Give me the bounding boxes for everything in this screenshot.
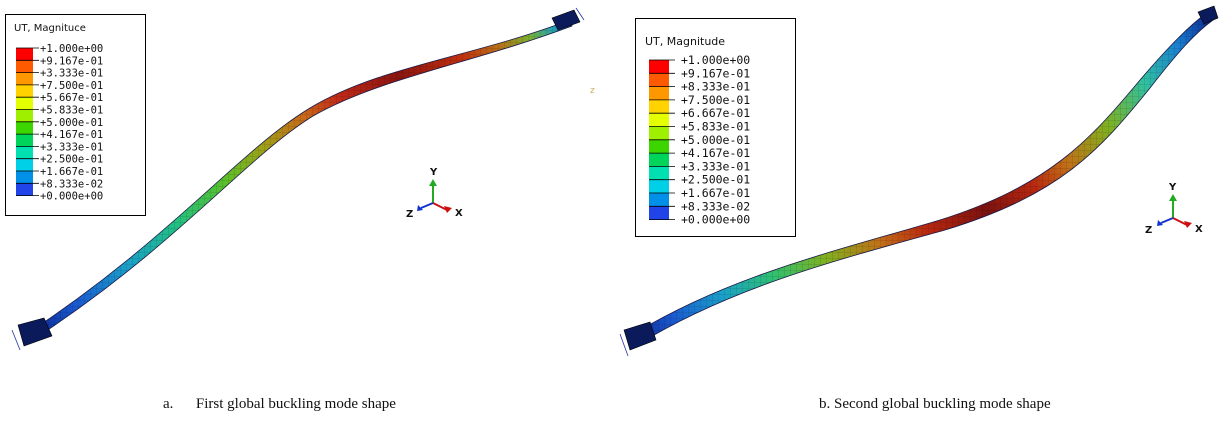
legend-swatch [16,109,33,122]
legend-label: +2.500e-01 [40,154,103,166]
beam-boundary-line-bottom [11,329,21,351]
legend-swatch [649,139,669,154]
legend-title: UT, Magnitude [645,35,726,48]
legend-label: +7.500e-01 [40,80,103,92]
legend-swatch [16,183,33,196]
legend-swatch [649,73,669,87]
caption-first-mode: a. First global buckling mode shape [163,396,396,412]
beam-end-cap-bottom [17,317,53,347]
legend-label: +1.667e-01 [681,186,750,200]
legend-swatch [16,121,33,135]
legend-label: +1.667e-01 [40,166,103,178]
legend-swatch [649,153,669,167]
legend-swatch [16,48,33,61]
legend-swatch [16,72,33,85]
beam-end-cap-bottom [623,321,657,351]
caption-second-mode: b. Second global buckling mode shape [819,396,1051,412]
legend-label: +3.333e-01 [40,68,103,80]
legend-label: +9.167e-01 [681,66,750,80]
legend-swatch [649,179,669,193]
stray-axis-label: z [590,86,595,96]
legend-swatch [649,166,669,180]
legend-label: +1.000e+00 [40,43,103,55]
legend-title: UT, Magnituce [14,23,86,34]
legend-label: +8.333e-02 [681,199,750,213]
legend-scale: +1.000e+00+9.167e-01+3.333e-01+7.500e-01… [16,43,103,203]
beam-boundary-line-top [575,7,585,21]
panel-second-mode: UT, Magnitude +1.000e+00+9.167e-01+8.333… [610,0,1219,421]
beam-contour-plot [11,7,585,351]
legend-swatch [16,146,33,159]
legend-swatch [649,193,669,207]
beam-mesh-overlay [632,12,1213,345]
contour-legend: UT, Magnitude +1.000e+00+9.167e-01+8.333… [635,18,796,237]
legend-swatch [649,60,669,74]
legend-label: +5.667e-01 [40,92,103,104]
legend-swatch [16,97,33,110]
legend-label: +2.500e-01 [681,173,750,187]
legend-label: +3.333e-01 [681,159,750,173]
legend-label: +4.167e-01 [681,146,750,160]
legend-swatch [649,99,669,114]
legend-label: +9.167e-01 [40,55,103,67]
legend-swatch [649,126,669,140]
beam-boundary-line-bottom [619,333,629,357]
legend-label: +7.500e-01 [681,93,750,107]
legend-label: +5.000e-01 [681,133,750,147]
legend-swatch [16,158,33,171]
panel-first-mode: UT, Magnituce +1.000e+00+9.167e-01+3.333… [0,0,600,421]
legend-label: +8.333e-01 [681,80,750,94]
legend-label: +5.833e-01 [681,120,750,134]
legend-label: +3.333e-01 [40,141,103,153]
beam-contour-plot [619,5,1219,357]
legend-label: +0.000e+00 [681,213,750,227]
beam-end-cap-top [551,9,581,31]
legend-label: +8.333e-02 [40,178,103,190]
beam-end-cap-top [1197,5,1219,25]
legend-swatch [16,60,33,73]
legend-swatch [649,113,669,127]
legend-label: +4.167e-01 [40,129,103,141]
legend-swatch [649,86,669,100]
legend-swatch [16,84,33,98]
legend-swatch [16,134,33,147]
legend-scale: +1.000e+00+9.167e-01+8.333e-01+7.500e-01… [649,53,750,227]
legend-label: +5.000e-01 [40,117,103,129]
legend-label: +5.833e-01 [40,105,103,117]
legend-swatch [16,171,33,184]
legend-label: +0.000e+00 [40,191,103,203]
legend-label: +6.667e-01 [681,106,750,120]
contour-legend: UT, Magnituce +1.000e+00+9.167e-01+3.333… [5,14,146,216]
legend-swatch [649,206,669,220]
legend-label: +1.000e+00 [681,53,750,67]
